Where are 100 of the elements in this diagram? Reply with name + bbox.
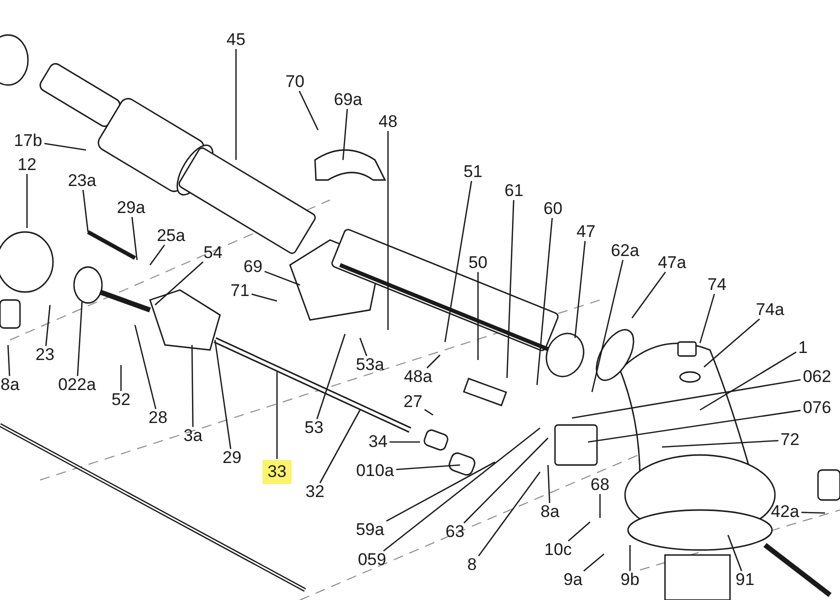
callout-number: 69 — [242, 258, 264, 276]
callout-number: 54 — [202, 244, 224, 262]
callout-number: 53a — [354, 356, 386, 374]
leader-line — [264, 270, 300, 286]
leader-line — [390, 441, 420, 443]
leader-line — [631, 272, 666, 318]
callout-number: 17b — [12, 132, 44, 150]
leader-line — [298, 90, 319, 130]
leader-line — [44, 142, 86, 151]
leader-line — [477, 272, 479, 360]
callout-number: 022a — [57, 376, 97, 394]
callout-number: 68 — [590, 476, 610, 494]
callout-number: 70 — [284, 73, 306, 91]
callout-number: 74a — [754, 301, 786, 319]
leader-line — [191, 345, 194, 427]
callout-number: 23 — [34, 346, 56, 364]
leader-line — [319, 410, 361, 484]
callout-number: 62a — [610, 242, 640, 260]
leader-line — [251, 294, 278, 302]
leader-line — [572, 379, 801, 419]
leader-line — [396, 464, 460, 470]
callout-number: 91 — [734, 571, 756, 589]
callout-number: 50 — [468, 254, 488, 272]
leader-line — [444, 180, 472, 342]
callout-number: 3a — [182, 427, 204, 445]
leader-line — [316, 334, 346, 420]
leader-line — [149, 244, 166, 266]
leader-line — [704, 318, 760, 368]
callout-number: 28 — [148, 409, 168, 427]
callout-number: 29 — [222, 449, 242, 467]
leader-line — [359, 338, 368, 356]
callout-number: 23a — [66, 172, 98, 190]
leader-line — [591, 260, 624, 392]
leader-line — [599, 494, 601, 518]
leader-line — [235, 49, 237, 160]
leader-line — [478, 472, 541, 556]
callout-number: 47 — [576, 223, 596, 241]
leader-line — [120, 365, 122, 391]
callout-number: 72 — [780, 431, 800, 449]
leader-line — [82, 190, 89, 232]
callout-number: 8a — [0, 376, 20, 394]
leader-line — [131, 216, 138, 260]
callout-number: 47a — [656, 254, 688, 272]
callout-number: 29a — [116, 199, 146, 217]
leader-line — [7, 344, 10, 376]
callout-number: 12 — [16, 156, 38, 174]
callout-number: 25a — [156, 227, 186, 245]
leader-line — [700, 352, 797, 411]
callout-number: 33 — [262, 460, 292, 484]
callout-number: 69a — [332, 91, 364, 109]
callout-number: 010a — [355, 462, 395, 480]
leader-line — [386, 461, 496, 522]
leader-line — [568, 522, 590, 542]
callout-number: 8 — [466, 556, 478, 574]
leader-line — [134, 324, 156, 410]
leader-line — [463, 438, 548, 524]
callout-number: 27 — [402, 393, 424, 411]
leader-line — [426, 354, 440, 368]
callout-number: 076 — [802, 399, 832, 417]
callout-number: 60 — [542, 200, 564, 218]
leader-line — [276, 372, 278, 459]
leader-line — [154, 262, 204, 306]
leader-line — [506, 200, 514, 378]
leader-line — [45, 304, 51, 346]
callout-number: 9b — [620, 571, 640, 589]
leader-line — [26, 174, 28, 228]
callout-number: 1 — [797, 339, 809, 357]
leader-line — [699, 294, 715, 344]
callout-number: 63 — [444, 523, 466, 541]
leader-line — [383, 427, 540, 552]
callout-number: 53 — [304, 419, 324, 437]
leader-line — [547, 464, 550, 504]
leader-line — [801, 512, 826, 514]
leader-line — [588, 410, 801, 443]
callout-number: 10c — [543, 541, 573, 559]
callout-number: 71 — [230, 282, 250, 300]
leader-line — [583, 554, 604, 572]
callout-number: 059 — [356, 551, 388, 569]
leader-line — [727, 534, 742, 572]
callout-number: 61 — [504, 182, 524, 200]
callout-number: 32 — [304, 483, 326, 501]
callout-number: 48a — [402, 368, 434, 386]
callout-number: 42a — [770, 503, 800, 521]
callout-number: 9a — [562, 571, 584, 589]
leader-line — [214, 340, 232, 450]
callout-number: 59a — [354, 521, 386, 539]
leader-line — [387, 131, 389, 330]
leader-line — [662, 440, 778, 448]
callout-number: 74 — [706, 276, 728, 294]
leader-line — [629, 545, 631, 571]
callout-number: 34 — [368, 433, 388, 451]
leader-line — [424, 409, 434, 416]
callout-number: 8a — [540, 503, 560, 521]
leader-line — [574, 240, 586, 338]
callout-number: 45 — [226, 31, 246, 49]
leader-line — [536, 218, 553, 386]
leader-line — [76, 302, 83, 376]
callout-number: 48 — [378, 113, 398, 131]
callout-number: 062 — [802, 368, 832, 386]
callout-number: 51 — [462, 163, 484, 181]
